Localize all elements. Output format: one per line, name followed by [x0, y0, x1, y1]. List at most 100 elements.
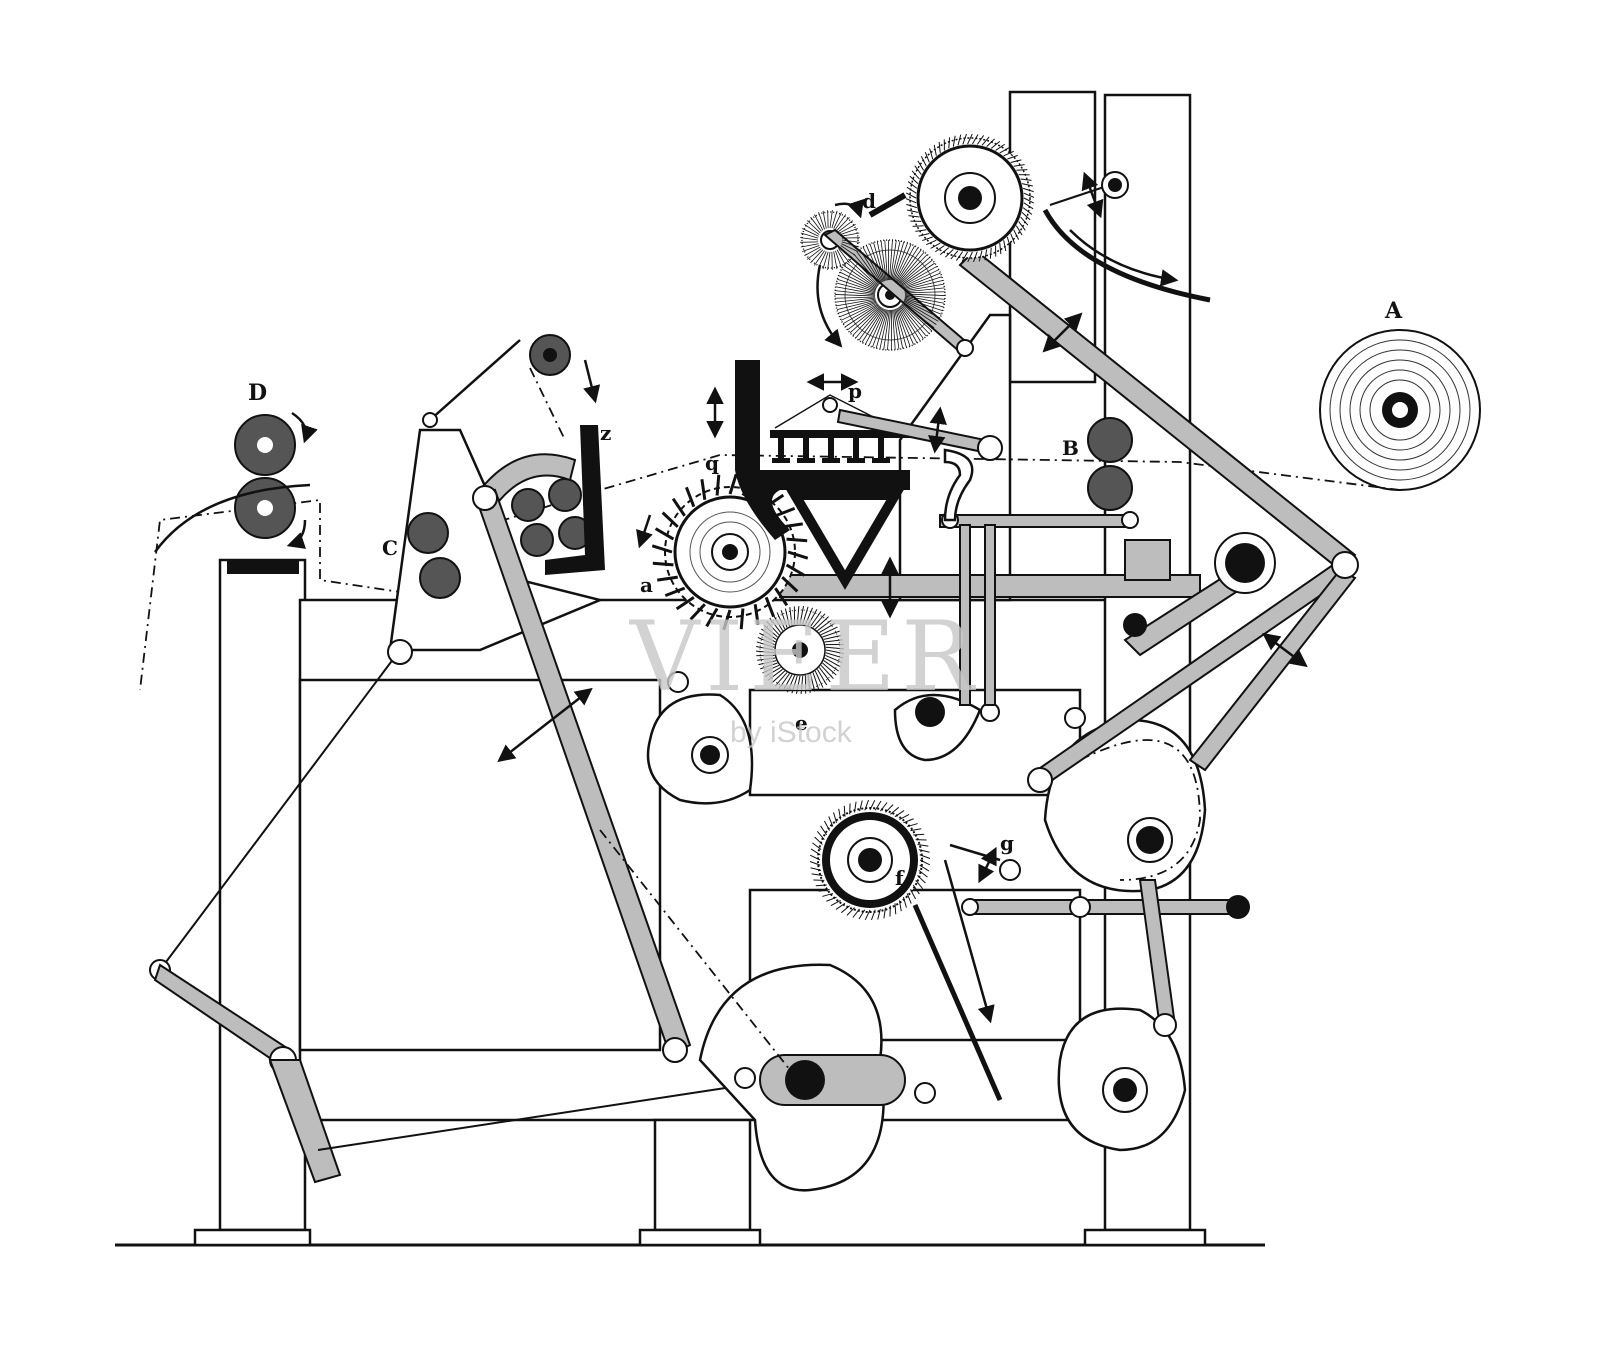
tooth [812, 672, 820, 690]
tooth [962, 133, 967, 145]
tooth [898, 307, 918, 344]
tooth [760, 662, 778, 670]
tooth [1016, 169, 1028, 171]
tooth [841, 241, 860, 248]
tooth [906, 186, 917, 194]
tooth [781, 576, 799, 593]
tooth [762, 664, 780, 674]
bottom-cam [599, 829, 936, 1192]
tooth [866, 245, 883, 283]
tooth [915, 880, 924, 890]
tooth [822, 210, 827, 229]
tooth [829, 210, 833, 229]
tooth [854, 801, 857, 813]
tooth [759, 632, 776, 643]
tooth [804, 607, 814, 625]
tooth [722, 609, 732, 631]
rollers-b [1087, 417, 1133, 511]
tooth [824, 639, 843, 643]
tooth [904, 298, 942, 315]
tooth [909, 175, 919, 184]
tooth [835, 286, 876, 295]
tooth [824, 657, 841, 668]
tooth [1023, 192, 1035, 198]
tooth [835, 214, 847, 230]
tooth [807, 674, 811, 693]
comb-f [817, 807, 1021, 1101]
tooth [657, 575, 678, 582]
label-q: q [705, 451, 719, 475]
tooth [864, 909, 871, 921]
tooth [833, 251, 838, 270]
tooth [830, 900, 841, 907]
tooth [904, 279, 944, 291]
tooth [904, 291, 945, 294]
tooth [810, 673, 816, 692]
tooth [818, 888, 830, 892]
tooth [841, 239, 860, 243]
tooth [986, 138, 995, 148]
tooth [871, 909, 876, 921]
tooth [835, 902, 846, 910]
tooth [897, 249, 922, 283]
tooth [924, 151, 930, 163]
tooth [812, 613, 826, 628]
tooth [895, 245, 915, 282]
tooth [835, 296, 876, 299]
tooth [896, 247, 919, 282]
tooth [898, 254, 928, 284]
tooth [778, 673, 790, 689]
part-labels: A B C D z d p q a e f g [248, 189, 1403, 890]
tooth [825, 652, 844, 659]
label-c: C [382, 536, 398, 560]
tooth [898, 900, 902, 912]
tooth [823, 660, 839, 672]
comb-p [706, 360, 1003, 540]
tooth [910, 828, 922, 832]
tooth [823, 820, 830, 831]
tooth [838, 220, 854, 232]
tooth [795, 675, 801, 694]
tooth [904, 297, 943, 312]
tooth [822, 630, 840, 638]
tooth [852, 306, 882, 336]
tooth [1013, 164, 1025, 167]
tooth [869, 243, 884, 282]
tooth [764, 666, 781, 678]
tooth [955, 251, 964, 261]
tooth [938, 141, 941, 153]
tooth [904, 283, 944, 292]
tooth [839, 271, 877, 291]
tooth [853, 253, 880, 285]
tooth [804, 246, 821, 256]
tooth [1020, 216, 1029, 226]
tooth [906, 893, 912, 904]
tooth [1018, 221, 1026, 231]
tooth [1022, 187, 1034, 193]
tooth [842, 303, 879, 325]
tooth [841, 232, 860, 237]
tooth [812, 842, 822, 850]
tooth [1013, 229, 1020, 240]
tooth [818, 212, 825, 230]
tooth [838, 248, 850, 264]
tooth [849, 305, 881, 334]
label-p: p [848, 379, 862, 403]
tooth [784, 608, 790, 627]
tooth [835, 250, 842, 268]
tooth [876, 241, 886, 281]
tooth [810, 867, 822, 871]
long-lever [472, 485, 692, 1063]
tooth [689, 603, 706, 621]
tooth [907, 209, 919, 213]
tooth [1023, 197, 1035, 204]
tooth [844, 304, 879, 328]
tooth [810, 611, 822, 627]
tooth [981, 136, 990, 146]
tooth [785, 563, 806, 577]
tooth [907, 181, 918, 189]
tooth [837, 278, 876, 293]
top-roller [909, 137, 1211, 303]
tooth [847, 305, 880, 331]
tooth [814, 616, 829, 630]
